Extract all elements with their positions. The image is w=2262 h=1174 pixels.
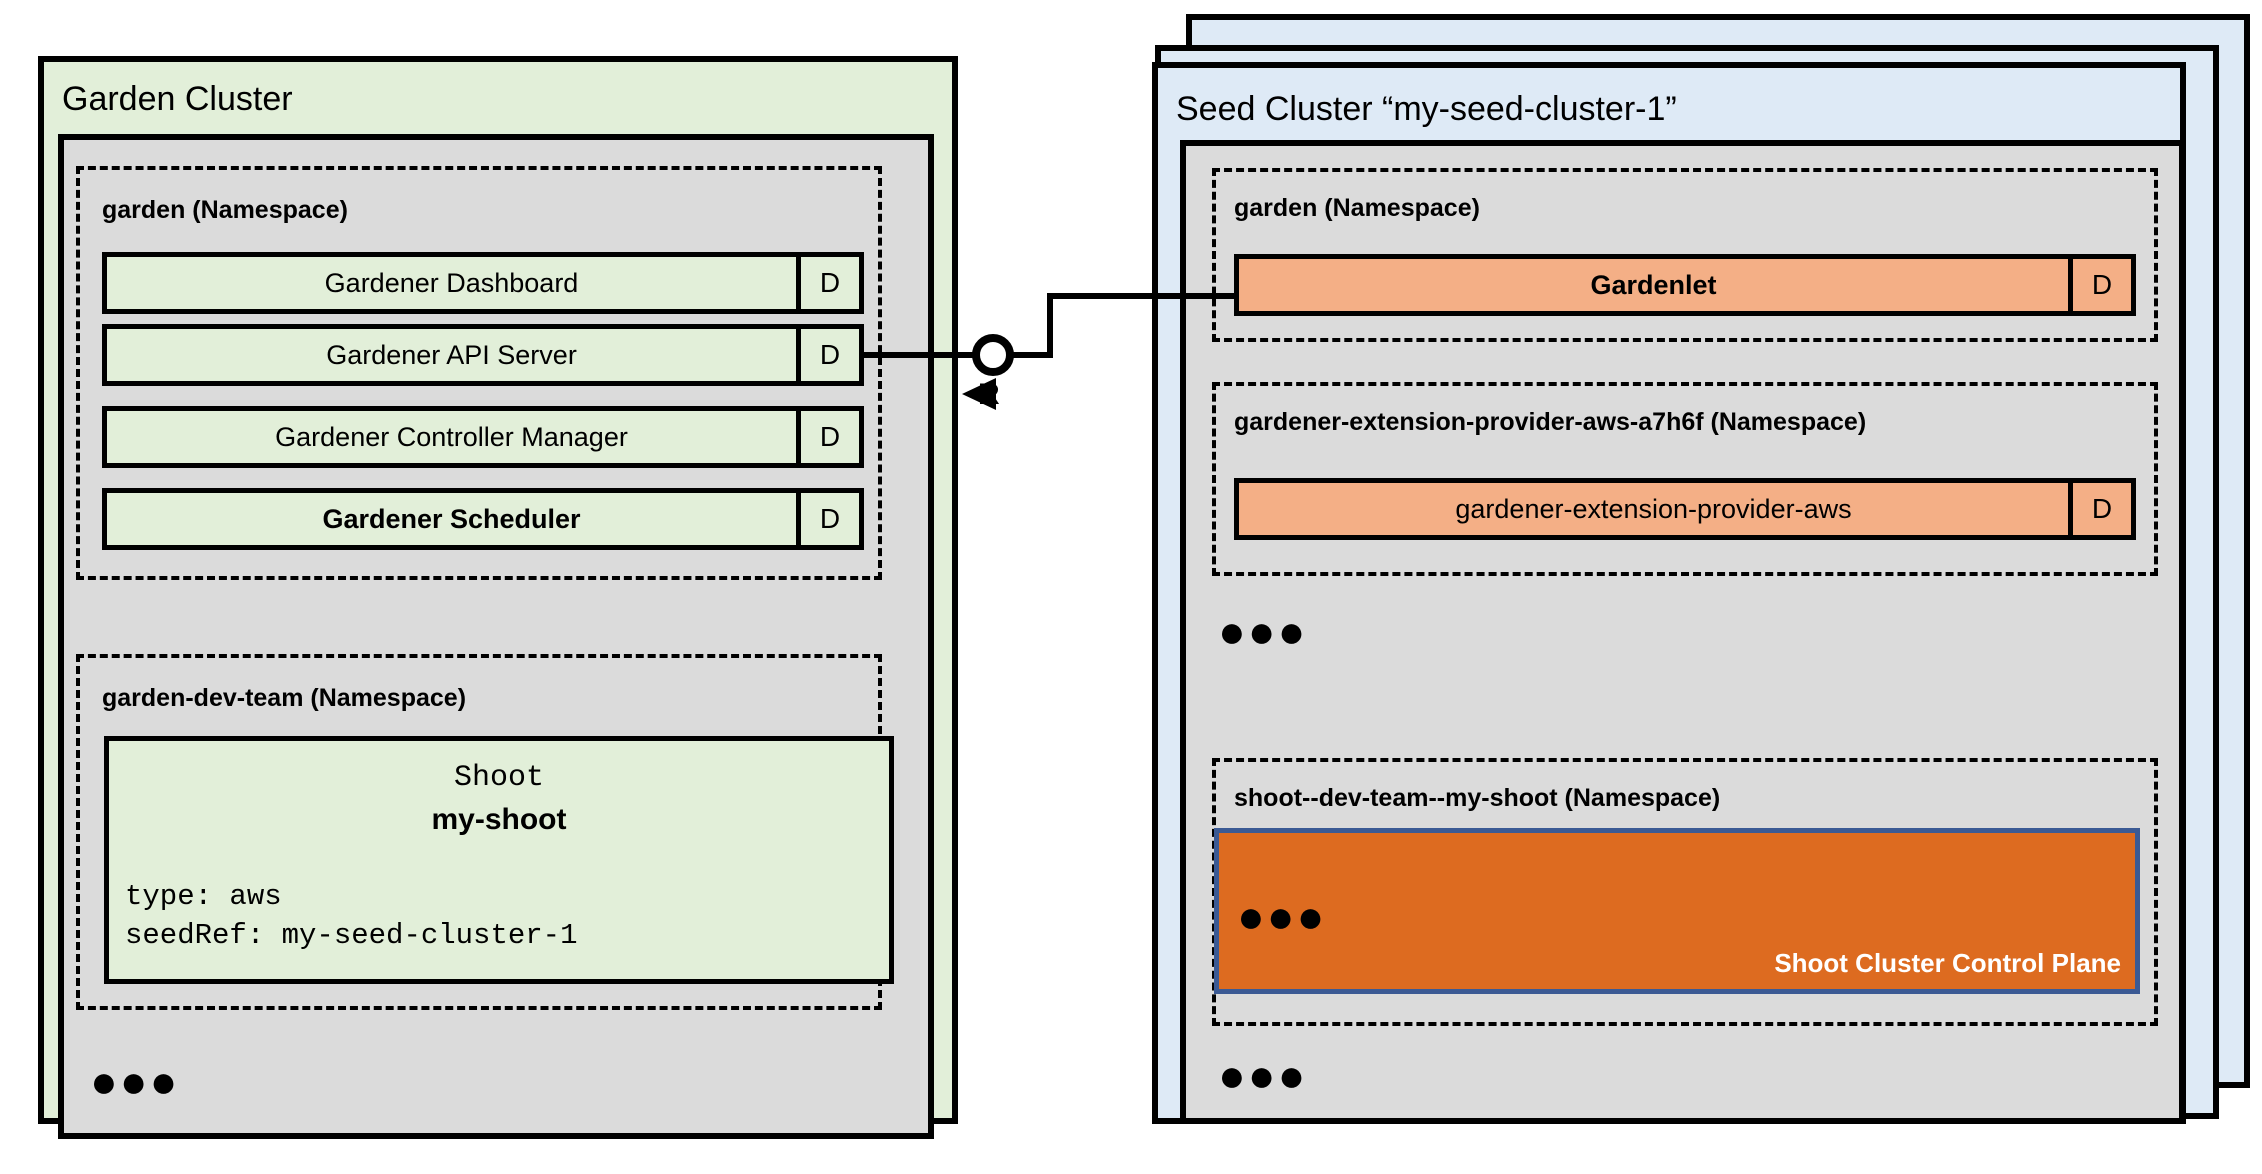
seed-namespace-extension-provider-aws-title: gardener-extension-provider-aws-a7h6f (N… bbox=[1234, 408, 1867, 436]
garden-cluster-title: Garden Cluster bbox=[62, 80, 293, 118]
component-gardener-extension-provider-aws-label: gardener-extension-provider-aws bbox=[1239, 483, 2068, 535]
seed-more-indicator-bottom: ●●● bbox=[1218, 1049, 1308, 1101]
shoot-resource[interactable]: Shoot my-shoot type: aws seedRef: my-see… bbox=[104, 736, 894, 984]
component-gardener-dashboard-kind-badge: D bbox=[796, 257, 859, 309]
component-gardenlet[interactable]: Gardenlet D bbox=[1234, 254, 2136, 316]
seed-namespace-shoot-title: shoot--dev-team--my-shoot (Namespace) bbox=[1234, 784, 1721, 812]
component-gardenlet-kind-badge: D bbox=[2068, 259, 2131, 311]
component-gardener-dashboard-label: Gardener Dashboard bbox=[107, 257, 796, 309]
component-gardener-scheduler-kind-badge: D bbox=[796, 493, 859, 545]
connector-label: R bbox=[978, 378, 1000, 411]
garden-namespace-garden[interactable] bbox=[76, 166, 882, 580]
seed-namespace-garden[interactable] bbox=[1212, 168, 2158, 342]
shoot-resource-name: my-shoot bbox=[431, 803, 567, 836]
seed-namespace-extension-provider-aws[interactable] bbox=[1212, 382, 2158, 576]
component-gardener-extension-provider-aws-kind-badge: D bbox=[2068, 483, 2131, 535]
control-plane-more-indicator: ●●● bbox=[1237, 890, 1327, 942]
component-gardener-api-server[interactable]: Gardener API Server D bbox=[102, 324, 864, 386]
shoot-resource-kind: Shoot bbox=[453, 761, 544, 795]
component-gardener-controller-manager-kind-badge: D bbox=[796, 411, 859, 463]
component-gardenlet-label: Gardenlet bbox=[1239, 259, 2068, 311]
component-gardener-api-server-kind-badge: D bbox=[796, 329, 859, 381]
component-gardener-dashboard[interactable]: Gardener Dashboard D bbox=[102, 252, 864, 314]
component-gardener-controller-manager[interactable]: Gardener Controller Manager D bbox=[102, 406, 864, 468]
control-plane-label: Shoot Cluster Control Plane bbox=[1774, 948, 2121, 978]
seed-namespace-garden-title: garden (Namespace) bbox=[1234, 194, 1480, 222]
garden-namespace-dev-team-title: garden-dev-team (Namespace) bbox=[102, 684, 467, 712]
garden-more-indicator: ●●● bbox=[90, 1055, 180, 1107]
connector-arrow-icon bbox=[962, 378, 996, 410]
garden-namespace-garden-title: garden (Namespace) bbox=[102, 196, 348, 224]
seed-more-indicator-mid: ●●● bbox=[1218, 605, 1308, 657]
shoot-resource-spec: type: aws seedRef: my-seed-cluster-1 bbox=[125, 880, 578, 953]
component-gardener-api-server-label: Gardener API Server bbox=[107, 329, 796, 381]
shoot-cluster-control-plane[interactable]: ●●● Shoot Cluster Control Plane bbox=[1214, 828, 2140, 994]
component-gardener-scheduler-label: Gardener Scheduler bbox=[107, 493, 796, 545]
component-gardener-controller-manager-label: Gardener Controller Manager bbox=[107, 411, 796, 463]
component-gardener-extension-provider-aws[interactable]: gardener-extension-provider-aws D bbox=[1234, 478, 2136, 540]
component-gardener-scheduler[interactable]: Gardener Scheduler D bbox=[102, 488, 864, 550]
connector-socket-icon bbox=[972, 334, 1014, 376]
seed-cluster-title: Seed Cluster “my-seed-cluster-1” bbox=[1176, 90, 1677, 128]
